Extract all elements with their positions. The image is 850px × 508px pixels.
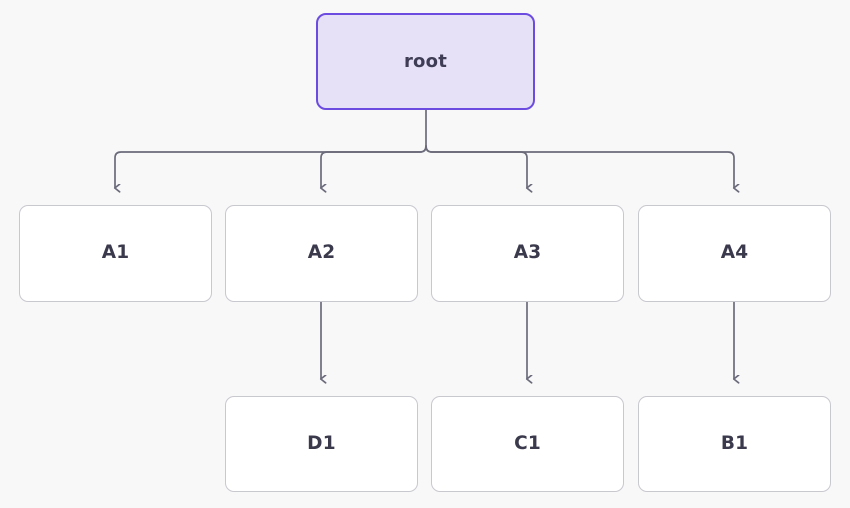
- edge-root-A4: [425, 145, 734, 188]
- node-a4[interactable]: A4: [638, 205, 831, 302]
- node-d1[interactable]: D1: [225, 396, 418, 492]
- node-a1[interactable]: A1: [19, 205, 212, 302]
- node-b1-label: B1: [720, 432, 749, 454]
- node-a3[interactable]: A3: [431, 205, 624, 302]
- node-b1[interactable]: B1: [638, 396, 831, 492]
- node-d1-label: D1: [307, 432, 336, 454]
- node-a3-label: A3: [513, 242, 542, 264]
- node-a2-label: A2: [307, 242, 336, 264]
- node-a2[interactable]: A2: [225, 205, 418, 302]
- node-c1[interactable]: C1: [431, 396, 624, 492]
- edge-root-A1: [115, 145, 427, 188]
- node-root-label: root: [403, 50, 447, 72]
- edge-root-A3: [425, 145, 527, 188]
- node-c1-label: C1: [514, 432, 541, 454]
- node-a1-label: A1: [101, 242, 130, 264]
- node-root[interactable]: root: [316, 13, 535, 110]
- node-a4-label: A4: [720, 242, 749, 264]
- edge-root-A2: [321, 145, 427, 188]
